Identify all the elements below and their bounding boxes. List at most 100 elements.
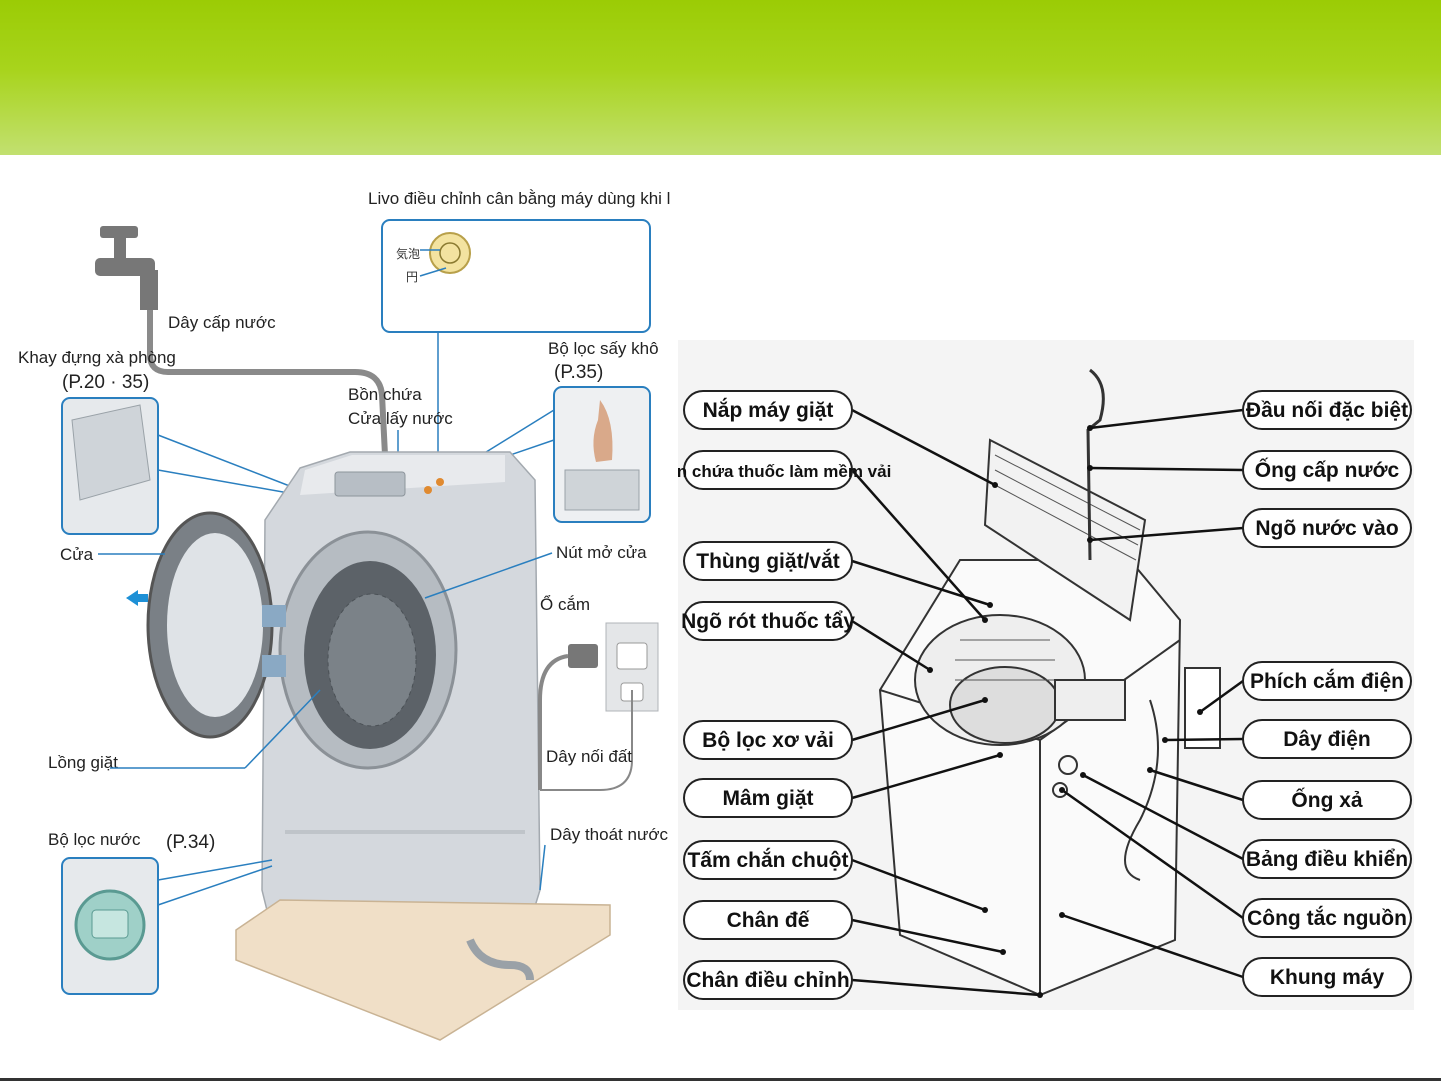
callout-label: Dây điện xyxy=(1283,728,1371,751)
leader-line xyxy=(1199,679,1244,714)
leader-dot xyxy=(1059,787,1065,793)
callout-label: Ống xả xyxy=(1291,788,1363,812)
callout-label: Chân đế xyxy=(727,909,810,932)
left-callout-8: Chân đế xyxy=(683,900,853,940)
label-drum: Lồng giặt xyxy=(48,753,118,772)
leader-line xyxy=(1089,466,1244,472)
drain-pipe xyxy=(466,938,534,981)
leader-dot xyxy=(982,617,988,623)
callout-label: Nắp máy giặt xyxy=(703,398,834,422)
leader-dot xyxy=(927,667,933,673)
left-callout-3: Thùng giặt/vắt xyxy=(683,541,853,581)
leader-dot xyxy=(1147,767,1153,773)
level-glyph-2: 円 xyxy=(406,270,418,284)
leader-dot xyxy=(982,907,988,913)
callout-pill xyxy=(683,390,853,430)
label-detergent-tray: Khay đựng xà phòng xyxy=(18,348,176,367)
callout-label: Công tắc nguồn xyxy=(1247,906,1407,930)
callout-label: Mâm giặt xyxy=(722,787,813,810)
right-callout-6: Ống xả xyxy=(1242,780,1412,820)
top-loader-diagram: Nắp máy giặtNgăn chứa thuốc làm mềm vảiT… xyxy=(645,340,1414,1010)
left-callout-7: Tấm chắn chuột xyxy=(683,840,853,880)
label-level-gauge: Livo điều chỉnh cân bằng máy dùng khi lắ… xyxy=(368,189,670,208)
left-callout-1: Nắp máy giặt xyxy=(683,390,853,430)
callout-pill xyxy=(1242,390,1412,430)
leader-dot xyxy=(1080,772,1086,778)
callout-pill xyxy=(1242,839,1412,879)
callout-pill xyxy=(1242,898,1412,938)
left-callout-6: Mâm giặt xyxy=(683,778,853,818)
leader-line xyxy=(851,753,1001,800)
callout-label: Bộ lọc xơ vải xyxy=(702,729,834,752)
callout-pill xyxy=(683,720,853,760)
level-glyph-1: 気泡 xyxy=(396,246,420,261)
callout-label: Ống cấp nước xyxy=(1255,458,1400,482)
label-tank: Bồn chứa xyxy=(348,385,422,404)
label-door-open-button: Nút mở cửa xyxy=(556,543,647,562)
leader-line xyxy=(1061,913,1244,979)
leader-line xyxy=(851,559,991,607)
label-water-supply-hose: Dây cấp nước xyxy=(168,313,276,332)
left-callout-4: Ngõ rót thuốc tẩy xyxy=(681,601,855,641)
leader-dot xyxy=(1059,912,1065,918)
leader-dot xyxy=(997,752,1003,758)
arrow-icon xyxy=(126,590,148,606)
label-dryer-filter: Bộ lọc sấy khô xyxy=(548,339,659,358)
header-band xyxy=(0,0,1441,155)
label-water-filter: Bộ lọc nước xyxy=(48,830,141,849)
callout-label: Ngăn chứa thuốc làm mềm vải xyxy=(678,462,891,481)
front-loader-machine xyxy=(261,451,541,956)
right-callout-8: Công tắc nguồn xyxy=(1242,898,1412,938)
callout-pill xyxy=(683,601,853,641)
faucet-icon xyxy=(95,226,158,310)
callout-pill xyxy=(1242,780,1412,820)
label-door: Cửa xyxy=(60,545,94,564)
leader-line xyxy=(1082,773,1244,861)
left-callout-9: Chân điều chỉnh xyxy=(683,960,853,1000)
callout-label: Thùng giặt/vắt xyxy=(696,549,840,573)
top-loader-machine xyxy=(878,368,1221,997)
plug-icon xyxy=(568,644,598,668)
callout-pill xyxy=(683,450,853,490)
label-detergent-tray-ref: (P.20 · 35) xyxy=(62,372,149,393)
right-callout-1: Đầu nối đặc biệt xyxy=(1242,390,1412,430)
label-ground-wire: Dây nối đất xyxy=(546,747,632,766)
left-callout-group: Nắp máy giặtNgăn chứa thuốc làm mềm vảiT… xyxy=(645,390,1043,1000)
leader-dot xyxy=(1037,992,1043,998)
leader-line xyxy=(851,469,986,621)
right-callout-4: Phích cắm điện xyxy=(1242,661,1412,701)
bubble-level-icon xyxy=(429,232,471,274)
leader-dot xyxy=(982,697,988,703)
callout-label: Ngõ rót thuốc tẩy xyxy=(681,610,855,633)
leader-line xyxy=(1089,408,1244,430)
label-water-intake-door: Cửa lấy nước xyxy=(348,409,453,428)
left-callout-2: Ngăn chứa thuốc làm mềm vải xyxy=(645,450,891,490)
leader-line xyxy=(851,698,986,742)
callout-pill xyxy=(683,541,853,581)
label-drain-hose: Dây thoát nước xyxy=(550,825,668,844)
leader-dot xyxy=(1197,709,1203,715)
label-water-filter-ref: (P.34) xyxy=(166,832,215,853)
water-hose xyxy=(147,310,388,456)
leader-dot xyxy=(987,602,993,608)
callout-pill xyxy=(1242,719,1412,759)
callout-pill xyxy=(683,900,853,940)
leader-dot xyxy=(1087,537,1093,543)
right-callout-3: Ngõ nước vào xyxy=(1242,508,1412,548)
right-callout-7: Bảng điều khiển xyxy=(1242,839,1412,879)
right-callout-5: Dây điện xyxy=(1242,719,1412,759)
leader-line xyxy=(851,918,1004,954)
leader-line xyxy=(1061,788,1244,920)
top-loader-svg: Nắp máy giặtNgăn chứa thuốc làm mềm vảiT… xyxy=(645,368,1412,1000)
callout-label: Ngõ nước vào xyxy=(1255,517,1398,540)
base-pan xyxy=(235,899,611,1041)
label-socket: Ổ cắm xyxy=(540,595,590,614)
label-dryer-filter-ref: (P.35) xyxy=(554,362,603,383)
leader-line xyxy=(851,619,931,672)
leader-line xyxy=(851,858,986,912)
bottom-rule xyxy=(0,1078,1441,1081)
right-callout-2: Ống cấp nước xyxy=(1242,450,1412,490)
callout-label: Tấm chắn chuột xyxy=(687,848,848,872)
front-loader-svg: Dây cấp nước Livo điều chỉnh cân bằng má… xyxy=(18,189,718,1041)
